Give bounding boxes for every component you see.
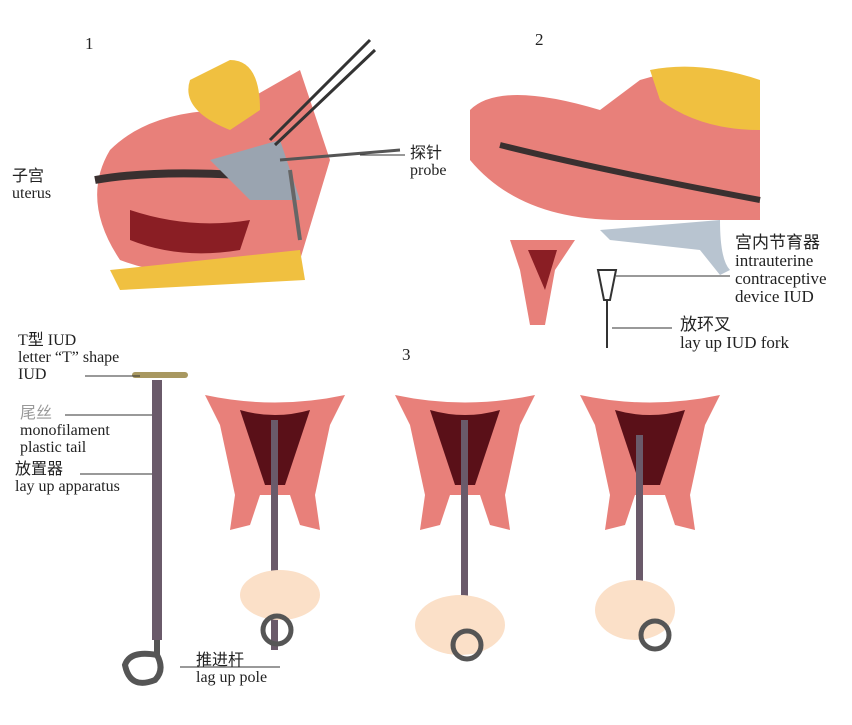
t-iud-cn: T型 IUD bbox=[18, 332, 77, 349]
apparatus-en: lay up apparatus bbox=[15, 478, 120, 495]
apparatus-cn: 放置器 bbox=[15, 461, 64, 478]
panel-1-sagittal-illustration bbox=[94, 38, 401, 290]
uterus-en: uterus bbox=[12, 185, 52, 202]
iud-en-3: device IUD bbox=[735, 287, 814, 306]
pole-cn: 推进杆 bbox=[196, 652, 245, 669]
tail-cn: 尾丝 bbox=[20, 405, 53, 422]
panel-number-3: 3 bbox=[402, 345, 411, 364]
panel-number-1: 1 bbox=[85, 34, 94, 53]
fork-cn: 放环叉 bbox=[680, 315, 731, 334]
t-iud-en-2: IUD bbox=[18, 366, 47, 383]
probe-cn: 探针 bbox=[410, 145, 443, 162]
tail-en-1: monofilament bbox=[20, 422, 110, 439]
panel-number-2: 2 bbox=[535, 30, 544, 49]
insertion-steps bbox=[205, 395, 720, 662]
fork-en: lay up IUD fork bbox=[680, 333, 790, 352]
iud-en-2: contraceptive bbox=[735, 269, 827, 288]
t-iud-apparatus bbox=[121, 372, 188, 686]
t-iud-en-1: letter “T” shape bbox=[18, 349, 120, 366]
panel-2-sagittal-illustration bbox=[470, 66, 761, 348]
tail-en-2: plastic tail bbox=[20, 439, 87, 456]
uterus-cn: 子宫 bbox=[12, 168, 45, 185]
iud-en-1: intrauterine bbox=[735, 251, 814, 270]
pole-en: lag up pole bbox=[196, 669, 268, 686]
probe-en: probe bbox=[410, 162, 447, 179]
iud-cn: 宫内节育器 bbox=[735, 233, 820, 252]
